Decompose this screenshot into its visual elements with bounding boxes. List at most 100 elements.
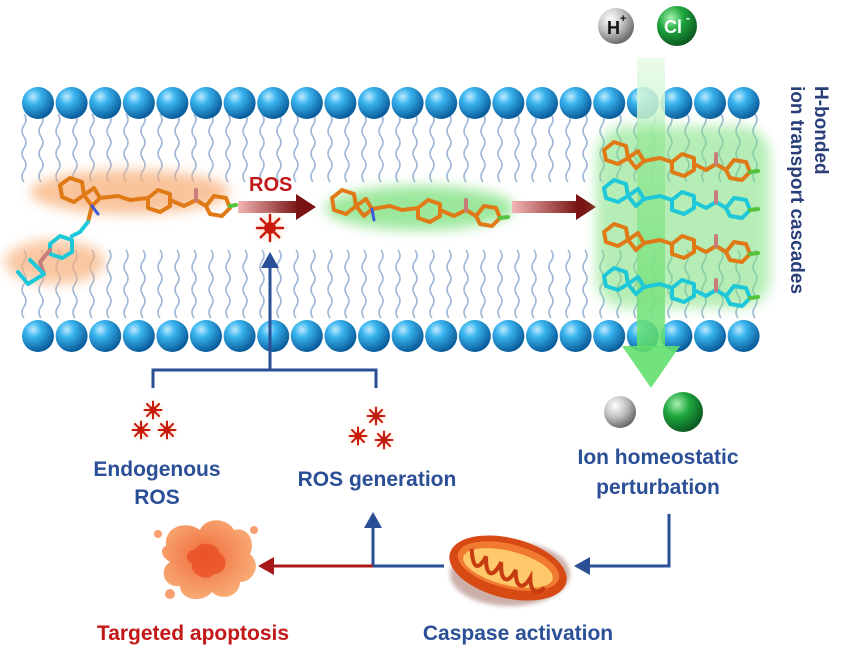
lipid-tail <box>463 113 469 183</box>
lipid-head <box>257 320 290 352</box>
phenyl-ring <box>670 190 696 216</box>
side-label-line2: ion transport cascades <box>786 86 807 294</box>
linker <box>642 282 674 290</box>
targeted-apoptosis-label: Targeted apoptosis <box>97 622 289 645</box>
lipid-head <box>89 87 122 119</box>
lipid-tail <box>327 113 333 183</box>
lipid-head <box>391 87 424 119</box>
lipid-tail <box>361 249 367 319</box>
endogenous-label-line1: Endogenous <box>93 458 220 481</box>
lipid-head <box>458 87 491 119</box>
ros-burst-ray <box>368 417 375 424</box>
lipid-tail <box>361 113 367 183</box>
lipid-head <box>122 87 155 119</box>
lipid-tail <box>276 113 282 183</box>
lipid-tail <box>259 249 265 319</box>
ros-burst-ray <box>350 428 357 435</box>
lipid-head <box>694 320 726 352</box>
stacked-transporter <box>602 178 760 220</box>
urea-linker <box>692 244 728 254</box>
lipid-head <box>593 87 626 119</box>
lipid-head <box>425 320 458 352</box>
lipid-tail <box>548 113 554 183</box>
lipid-tail <box>531 113 537 183</box>
lipid-tail <box>327 249 333 319</box>
ros-burst-ray <box>368 408 375 415</box>
lipid-tail <box>582 113 588 183</box>
ros-burst <box>129 418 153 442</box>
lipid-tail <box>412 249 418 319</box>
lipid-tail <box>89 113 95 183</box>
lipid-tail <box>225 249 231 319</box>
linker <box>642 194 674 202</box>
lipid-tail <box>344 113 350 183</box>
lipid-tail <box>157 113 163 183</box>
ros-burst <box>346 424 370 448</box>
ros-burst-ray <box>168 422 175 429</box>
phenyl-ring <box>670 278 696 304</box>
lipid-head <box>391 320 424 352</box>
lipid-tail <box>480 113 486 183</box>
lipid-tail <box>242 113 248 183</box>
ros-burst-ray <box>159 422 166 429</box>
lipid-tail <box>174 249 180 319</box>
ros-burst-core <box>149 406 157 414</box>
lipid-head <box>492 87 525 119</box>
flow-connectors <box>151 262 671 568</box>
ros-burst-ray <box>359 437 366 444</box>
lipid-head <box>660 320 693 352</box>
lipid-tail <box>548 249 554 319</box>
lipid-tail <box>582 249 588 319</box>
ros-burst-ray <box>145 402 152 409</box>
urea-linker <box>692 288 728 298</box>
mitochondrion-icon <box>449 535 570 606</box>
ros-burst <box>364 404 388 428</box>
lipid-tail <box>480 249 486 319</box>
lipid-tail <box>531 249 537 319</box>
urea-linker <box>692 162 728 172</box>
ros-burst-icon <box>252 210 288 246</box>
lipid-tail <box>72 113 78 183</box>
released-proton-icon <box>604 396 636 428</box>
ros-burst-ray <box>133 431 140 438</box>
lipid-tail <box>106 249 112 319</box>
ros-generation-label: ROS generation <box>298 468 457 491</box>
proton-symbol: H <box>607 18 620 38</box>
lipid-tail <box>565 249 571 319</box>
lipid-tail <box>378 113 384 183</box>
lipid-tail <box>310 249 316 319</box>
lipid-tail <box>497 249 503 319</box>
lipid-tail <box>276 249 282 319</box>
lipid-head <box>190 320 222 352</box>
lipid-tail <box>446 113 452 183</box>
lipid-head <box>122 320 155 352</box>
lipid-head <box>727 87 760 119</box>
stacked-transporter <box>602 222 760 264</box>
activated-transporter <box>325 186 515 230</box>
lipid-tail <box>463 249 469 319</box>
lipid-head <box>358 320 390 352</box>
side-label: H-bonded ion transport cascades <box>786 86 831 294</box>
lipid-tail <box>497 113 503 183</box>
arrowhead-left-mito <box>574 557 590 575</box>
ros-burst-ray <box>385 441 392 448</box>
lipid-head <box>492 320 525 352</box>
lipid-tail <box>514 249 520 319</box>
ros-burst-ray <box>259 217 267 225</box>
linker <box>642 238 674 246</box>
ros-arrow-label: ROS <box>249 174 292 196</box>
lipid-tail <box>208 113 214 183</box>
lipid-tail <box>140 249 146 319</box>
lipid-head <box>559 320 592 352</box>
lipid-tail <box>157 249 163 319</box>
ros-burst-icon <box>129 398 179 442</box>
lipid-tail <box>446 249 452 319</box>
chlorine-atom <box>748 169 760 174</box>
lipid-tail <box>565 113 571 183</box>
lipid-head <box>223 87 256 119</box>
lipid-tail <box>38 113 44 183</box>
lipid-tail <box>259 113 265 183</box>
released-chloride-icon <box>663 392 703 432</box>
lipid-tail <box>191 113 197 183</box>
ros-burst <box>155 418 179 442</box>
